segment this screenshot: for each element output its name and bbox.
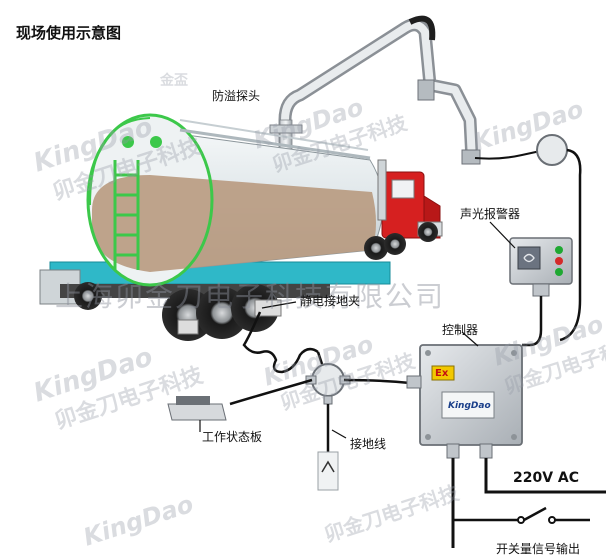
probe-cable xyxy=(474,149,546,160)
label-controller: 控制器 xyxy=(442,323,479,337)
page-title: 现场使用示意图 xyxy=(16,24,122,42)
controller-box xyxy=(406,344,523,459)
ground-rod xyxy=(317,451,339,491)
watermark-brand-small: 金盃 xyxy=(160,73,188,89)
board-cable xyxy=(229,378,313,406)
clamp-cable xyxy=(242,311,319,374)
alarm-unit xyxy=(509,237,573,297)
label-work-status-board: 工作状态板 xyxy=(202,430,263,444)
label-power: 220V AC xyxy=(513,470,580,486)
alarm-cable xyxy=(559,148,582,342)
label-alarm: 声光报警器 xyxy=(460,207,521,221)
watermark-company: 上海卯金刀电子科技有限公司 xyxy=(55,280,446,313)
label-ground-wire: 接地线 xyxy=(350,437,387,451)
power-cable xyxy=(484,458,606,494)
ex-mark: Ex xyxy=(435,368,449,379)
switch-symbol xyxy=(453,506,590,524)
work-status-board xyxy=(167,396,227,421)
label-switch-output: 开关量信号输出 xyxy=(496,542,581,556)
clamp-leader xyxy=(261,301,297,309)
controller-brand: KingDao xyxy=(448,401,491,411)
label-ground-clamp: 静电接地夹 xyxy=(300,294,361,308)
wheels xyxy=(74,222,438,341)
controller-cable xyxy=(343,378,411,385)
junction-gland-top xyxy=(536,134,568,166)
label-overflow-probe: 防溢探头 xyxy=(212,89,261,103)
